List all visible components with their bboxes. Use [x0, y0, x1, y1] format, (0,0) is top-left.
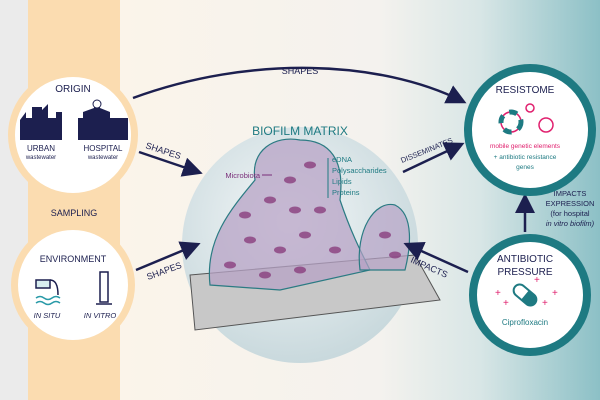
label-shapes-origin: SHAPES: [144, 140, 182, 161]
pill-icon: [512, 283, 538, 307]
environment-node: ENVIRONMENT IN SITU IN VITRO: [11, 223, 135, 347]
svg-text:(for hospital: (for hospital: [550, 209, 590, 218]
svg-text:+: +: [495, 288, 501, 299]
plus-icons: +++++: [495, 275, 558, 309]
antibiotic-title: ANTIBIOTIC: [497, 254, 553, 265]
component-proteins: Proteins: [332, 188, 360, 197]
city-icon: [20, 104, 62, 140]
svg-text:genes: genes: [516, 164, 534, 171]
component-edna: eDNA: [332, 155, 352, 164]
svg-text:wastewater: wastewater: [87, 155, 118, 161]
component-polysaccharides: Polysaccharides: [332, 166, 387, 175]
svg-text:+: +: [552, 288, 558, 299]
biofilm-matrix: [182, 127, 441, 363]
svg-text:wastewater: wastewater: [25, 155, 56, 161]
svg-text:+: +: [542, 298, 548, 309]
arg-label: + antibiotic resistance: [494, 154, 557, 161]
label-shapes-top: SHAPES: [282, 66, 319, 76]
sampling-label: SAMPLING: [51, 208, 98, 218]
urban-label: URBAN: [27, 144, 55, 153]
svg-text:EXPRESSION: EXPRESSION: [546, 199, 595, 208]
hospital-icon: [78, 104, 128, 140]
arrow-antibiotic-biofilm: [403, 242, 469, 274]
mge-label: mobile genetic elements: [490, 143, 561, 150]
resistome-title: RESISTOME: [496, 85, 555, 96]
svg-text:+: +: [534, 275, 540, 286]
biofilm-mass: [208, 138, 371, 291]
drug-label: Ciprofloxacin: [502, 318, 548, 327]
arrow-environment-biofilm: [135, 241, 201, 272]
in-situ-label: IN SITU: [34, 311, 61, 320]
svg-text:PRESSURE: PRESSURE: [497, 267, 552, 278]
label-impacts-expression: IMPACTS EXPRESSION (for hospital in vitr…: [546, 189, 595, 228]
pipe-water-icon: [35, 279, 61, 306]
biofilm-title: BIOFILM MATRIX: [252, 124, 348, 138]
svg-text:+: +: [503, 298, 509, 309]
cylinder-icon: [96, 271, 112, 305]
bacteria-cells: [224, 161, 401, 279]
antibiotic-pressure-node: ANTIBIOTIC PRESSURE +++++ Ciprofloxacin: [469, 234, 591, 356]
svg-text:in vitro biofilm): in vitro biofilm): [546, 219, 595, 228]
in-vitro-label: IN VITRO: [84, 311, 117, 320]
origin-node: ORIGIN URBAN wastewater HOSPITAL wastewa…: [8, 70, 138, 200]
plasmid-icons: [498, 103, 554, 135]
environment-title: ENVIRONMENT: [40, 254, 107, 264]
hospital-label: HOSPITAL: [84, 144, 124, 153]
arrow-origin-resistome: [132, 66, 467, 104]
svg-text:IMPACTS: IMPACTS: [554, 189, 587, 198]
component-lipids: Lipids: [332, 177, 352, 186]
arrow-biofilm-resistome: [402, 142, 465, 174]
origin-title: ORIGIN: [55, 84, 91, 95]
resistome-node: RESISTOME mobile genetic elements + anti…: [464, 64, 596, 196]
arrow-origin-biofilm: [138, 150, 203, 177]
microbiota-label: Microbiota: [225, 171, 260, 180]
